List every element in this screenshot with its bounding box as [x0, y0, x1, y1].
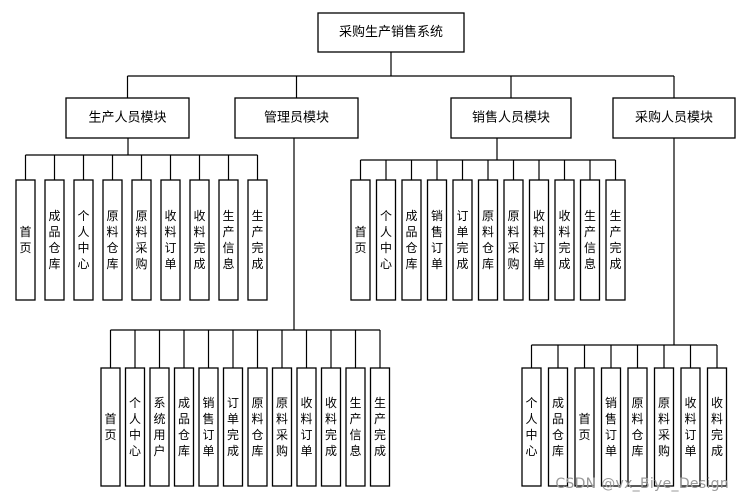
leaf-node — [218, 179, 239, 301]
leaf-node — [375, 179, 397, 301]
leaf-label: 生产完成 — [251, 209, 263, 271]
leaf-label: 收料订单 — [533, 209, 545, 271]
leaf-node — [73, 179, 94, 301]
leaf-label: 成品仓库 — [405, 209, 417, 271]
leaf-node — [173, 367, 195, 487]
module-label-2: 销售人员模块 — [472, 110, 550, 126]
leaf-label: 订单完成 — [227, 396, 239, 458]
leaf-label: 原料采购 — [276, 396, 288, 458]
leaf-node — [477, 179, 499, 301]
leaf-node — [247, 179, 268, 301]
connector-lines — [24, 52, 718, 368]
leaf-node — [124, 367, 146, 487]
module-node-1 — [234, 97, 359, 139]
leaf-node — [503, 179, 524, 301]
leaf-node — [350, 179, 371, 301]
leaf-node — [247, 367, 268, 487]
leaf-node — [271, 367, 293, 487]
leaf-node — [706, 367, 728, 487]
module-label-0: 生产人员模块 — [88, 111, 166, 126]
leaf-node — [680, 367, 701, 487]
leaf-label: 成品仓库 — [178, 396, 190, 458]
module-node-3 — [612, 97, 736, 139]
leaf-label: 生产信息 — [222, 209, 234, 271]
leaf-label: 原料仓库 — [482, 209, 494, 271]
leaf-label: 生产完成 — [374, 396, 386, 458]
leaf-node — [452, 179, 473, 301]
diagram-nodes: 采购生产销售系统生产人员模块首页成品仓库个人中心原料仓库原料采购收料订单收料完成… — [15, 12, 736, 487]
leaf-label: 销售订单 — [202, 396, 214, 458]
leaf-label: 订单完成 — [456, 209, 468, 271]
leaf-label: 原料采购 — [135, 209, 147, 271]
leaf-label: 原料仓库 — [106, 209, 118, 271]
leaf-label: 收料订单 — [164, 209, 176, 271]
leaf-label: 原料采购 — [507, 209, 519, 271]
leaf-node — [521, 367, 542, 487]
leaf-label: 首页 — [19, 225, 31, 255]
leaf-node — [320, 367, 342, 487]
leaf-label: 首页 — [578, 412, 590, 442]
module-label-1: 管理员模块 — [264, 111, 329, 126]
leaf-node — [189, 179, 210, 301]
leaf-label: 首页 — [354, 225, 366, 255]
leaf-label: 原料仓库 — [251, 396, 263, 458]
leaf-label: 个人中心 — [525, 396, 537, 458]
leaf-label: 原料采购 — [658, 396, 670, 458]
leaf-node — [653, 367, 675, 487]
module-label-3: 采购人员模块 — [635, 110, 713, 126]
leaf-node — [100, 367, 121, 487]
leaf-label: 生产信息 — [584, 209, 596, 271]
module-node-0 — [65, 97, 190, 139]
leaf-label: 首页 — [104, 412, 116, 442]
leaf-label: 个人中心 — [129, 396, 141, 458]
leaf-node — [600, 367, 622, 487]
leaf-label: 销售订单 — [605, 396, 617, 458]
leaf-node — [426, 179, 448, 301]
leaf-node — [160, 179, 181, 301]
leaf-node — [579, 179, 601, 301]
leaf-label: 原料仓库 — [631, 396, 643, 458]
leaf-node — [149, 367, 170, 487]
watermark: CSDN @vx_Biye_Design — [555, 476, 729, 492]
leaf-node — [15, 179, 36, 301]
leaf-label: 销售订单 — [431, 209, 443, 271]
leaf-label: 生产信息 — [349, 396, 361, 458]
leaf-node — [102, 179, 123, 301]
leaf-node — [574, 367, 595, 487]
module-node-2 — [450, 97, 572, 139]
leaf-label: 生产完成 — [609, 209, 621, 271]
leaf-label: 收料订单 — [684, 396, 696, 458]
leaf-label: 个人中心 — [380, 209, 392, 271]
leaf-node — [547, 367, 569, 487]
leaf-node — [605, 179, 626, 301]
leaf-label: 收料完成 — [711, 396, 723, 458]
leaf-label: 系统用户 — [153, 396, 165, 458]
leaf-node — [345, 367, 366, 487]
leaf-node — [528, 179, 550, 301]
leaf-node — [44, 179, 65, 301]
leaf-label: 收料完成 — [325, 396, 337, 458]
leaf-label: 收料订单 — [300, 396, 312, 458]
leaf-node — [131, 179, 152, 301]
leaf-label: 个人中心 — [77, 209, 89, 271]
leaf-node — [554, 179, 575, 301]
leaf-node — [222, 367, 244, 487]
leaf-label: 收料完成 — [193, 209, 205, 271]
leaf-label: 成品仓库 — [552, 396, 564, 458]
leaf-node — [296, 367, 317, 487]
root-node — [317, 12, 465, 53]
leaf-label: 成品仓库 — [48, 209, 60, 271]
leaf-node — [401, 179, 422, 301]
root-label: 采购生产销售系统 — [339, 24, 443, 40]
leaf-node — [198, 367, 219, 487]
leaf-node — [369, 367, 391, 487]
leaf-label: 收料完成 — [558, 209, 570, 271]
leaf-node — [627, 367, 648, 487]
